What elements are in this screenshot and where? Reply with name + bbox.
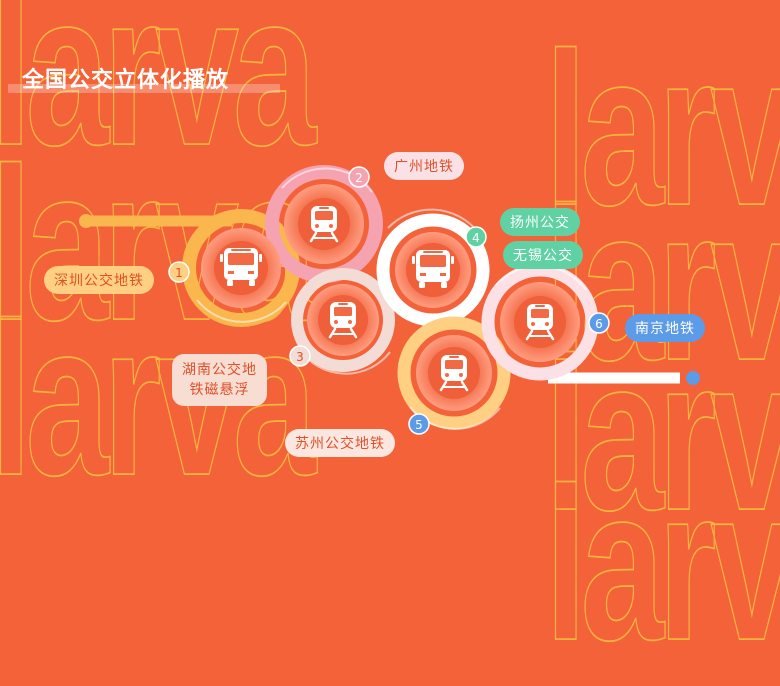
station-label-guangzhou: 广州地铁 bbox=[384, 152, 464, 180]
background-word: larva bbox=[544, 6, 780, 251]
svg-text:3: 3 bbox=[296, 350, 304, 364]
station-4-node bbox=[395, 232, 471, 308]
station-label-hunan: 湖南公交地 铁磁悬浮 bbox=[172, 354, 267, 406]
title-underline bbox=[8, 84, 280, 93]
station-5-node bbox=[416, 335, 492, 411]
start-dot bbox=[79, 214, 93, 228]
svg-text:5: 5 bbox=[415, 418, 423, 432]
svg-text:6: 6 bbox=[595, 317, 603, 331]
station-label-wuxi: 无锡公交 bbox=[503, 241, 583, 269]
station-3-node bbox=[307, 284, 379, 356]
station-label-nanjing: 南京地铁 bbox=[625, 314, 705, 342]
page-title: 全国公交立体化播放 bbox=[22, 68, 230, 93]
station-ring-4 bbox=[376, 208, 490, 327]
station-label-shenzhen: 深圳公交地铁 bbox=[44, 266, 154, 294]
station-label-hunan-line-1: 湖南公交地 bbox=[182, 362, 257, 378]
station-1-node bbox=[201, 228, 281, 308]
station-2-node bbox=[284, 184, 364, 264]
station-6-node bbox=[500, 282, 580, 362]
station-3-badge: 3 bbox=[289, 345, 311, 367]
station-label-suzhou: 苏州公交地铁 bbox=[285, 429, 395, 457]
station-6-badge: 6 bbox=[588, 312, 610, 334]
station-2-badge: 2 bbox=[348, 166, 370, 188]
background-word: larva bbox=[0, 0, 317, 191]
svg-text:2: 2 bbox=[355, 171, 363, 185]
route-diagram: 1 2 3 4 5 6 bbox=[79, 165, 700, 435]
svg-text:4: 4 bbox=[472, 231, 480, 245]
station-label-yangzhou: 扬州公交 bbox=[500, 208, 580, 236]
station-5-badge: 5 bbox=[408, 413, 430, 435]
station-label-hunan-line-2: 铁磁悬浮 bbox=[189, 382, 250, 398]
station-1-badge: 1 bbox=[168, 261, 190, 283]
svg-text:1: 1 bbox=[175, 266, 183, 280]
end-dot bbox=[686, 371, 700, 385]
station-4-badge: 4 bbox=[465, 226, 487, 248]
